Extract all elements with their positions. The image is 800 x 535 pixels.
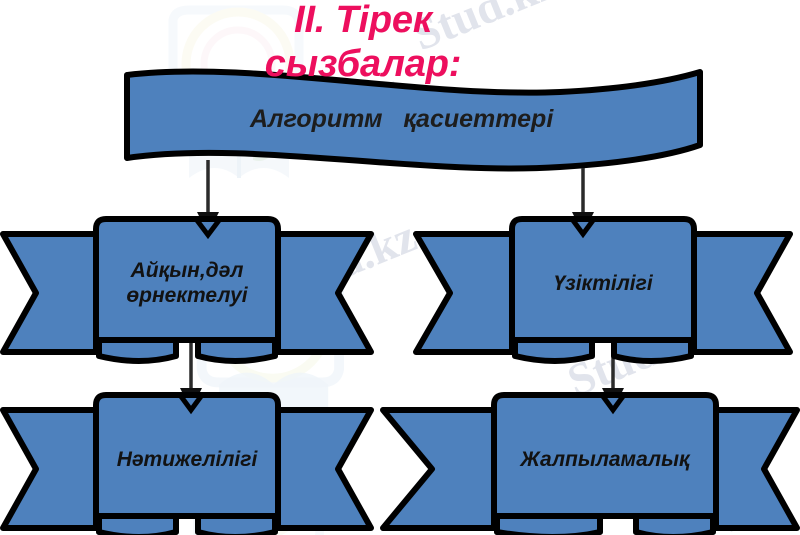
ribbon-node-4[interactable] — [380, 392, 800, 535]
ribbon-node-3[interactable] — [0, 392, 374, 535]
banner-algorithm-properties[interactable] — [124, 68, 703, 172]
ribbon-node-1[interactable] — [0, 216, 374, 364]
ribbon-node-2[interactable] — [413, 216, 793, 364]
page-title: II. Тірек сызбалар: — [264, 0, 462, 85]
